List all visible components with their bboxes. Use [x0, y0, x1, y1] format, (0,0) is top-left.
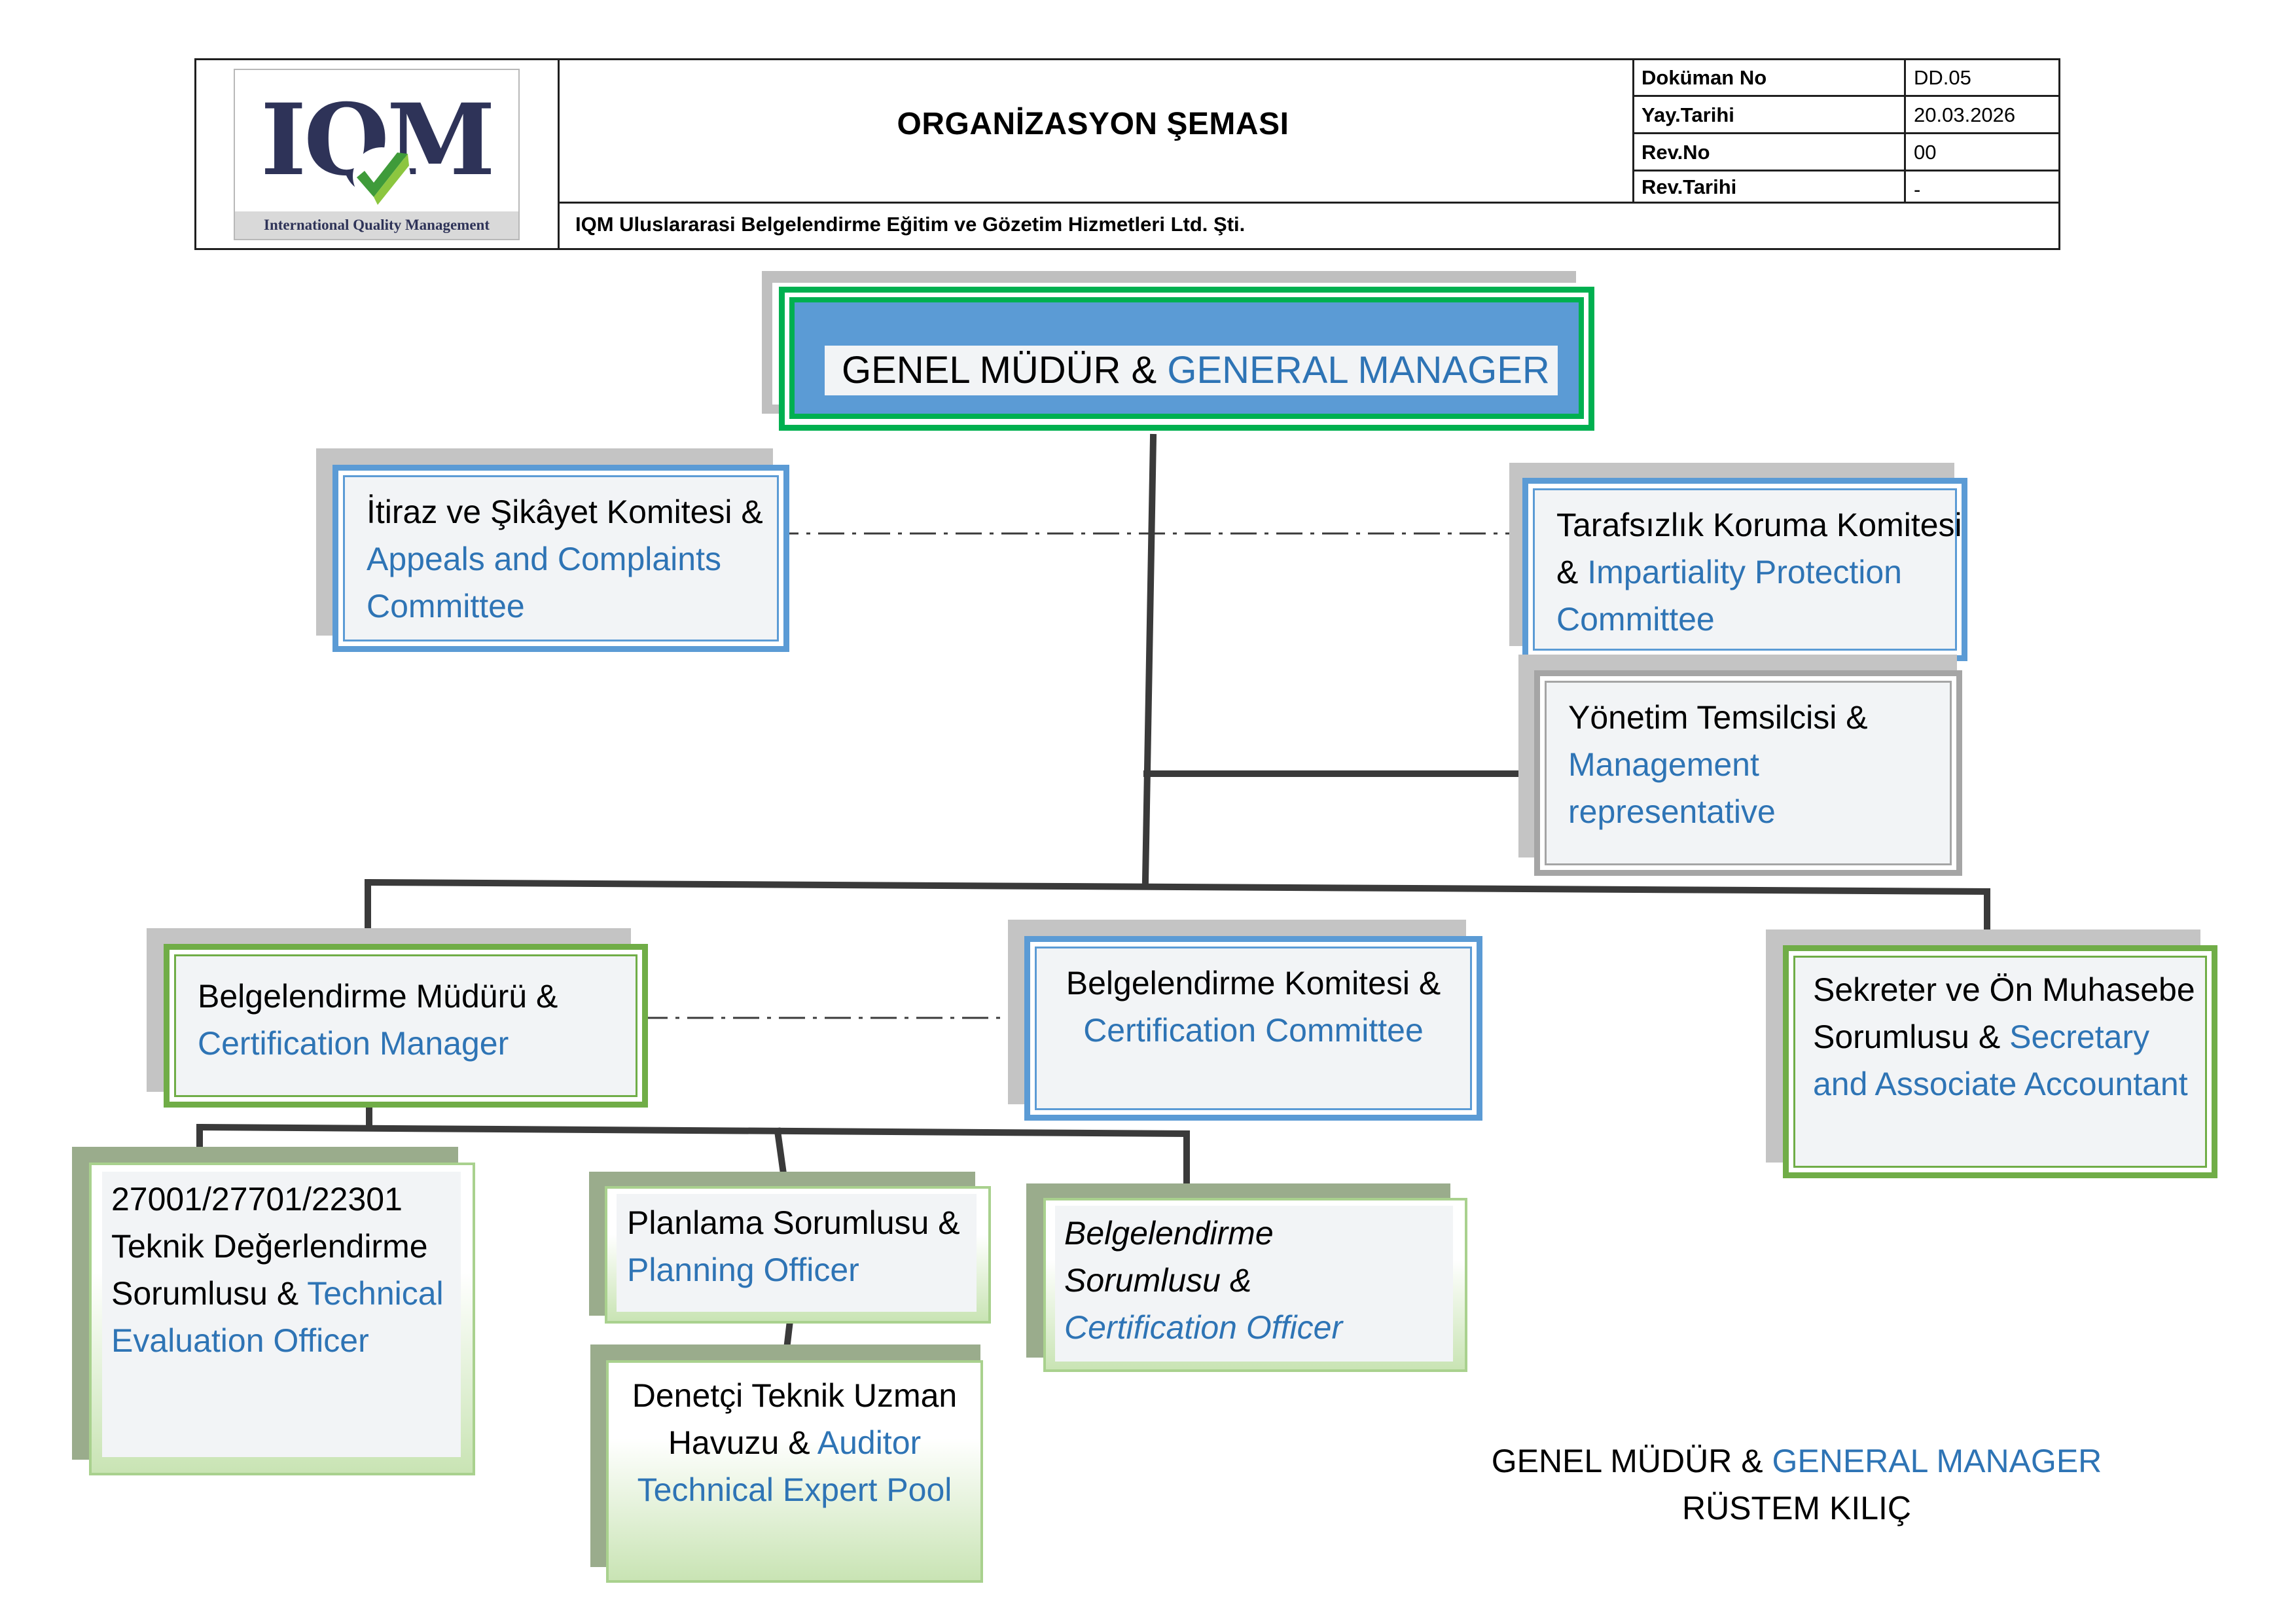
node-certification-officer: Belgelendirme Sorumlusu & Certification …	[1064, 1210, 1431, 1351]
node-label-en: Impartiality Protection Committee	[1556, 554, 1902, 638]
iqm-logo: IQM International Quality Management	[234, 69, 520, 240]
node-appeals-committee: İtiraz ve Şikâyet Komitesi & Appeals and…	[367, 488, 772, 630]
header-divider	[1632, 170, 2060, 171]
meta-label-rev-date: Rev.Tarihi	[1641, 175, 1737, 198]
document-title: ORGANİZASYON ŞEMASI	[897, 106, 1289, 141]
meta-label-rev-no: Rev.No	[1641, 141, 1710, 164]
signature-block: GENEL MÜDÜR & GENERAL MANAGER RÜSTEM KIL…	[1486, 1437, 2108, 1532]
node-label-tr: Denetçi Teknik Uzman Havuzu &	[632, 1377, 958, 1461]
node-label-tr: Belgelendirme Müdürü &	[198, 978, 558, 1015]
signature-role: GENEL MÜDÜR & GENERAL MANAGER	[1486, 1437, 2108, 1485]
management-rep-inner	[1545, 681, 1952, 865]
main-bus	[364, 878, 1991, 895]
meta-value-doc-no: DD.05	[1914, 66, 1971, 89]
cert-committee-inner	[1035, 947, 1472, 1110]
node-certification-manager: Belgelendirme Müdürü & Certification Man…	[198, 973, 643, 1067]
logo-subtitle: International Quality Management	[235, 211, 518, 239]
document-header	[194, 58, 2060, 250]
node-planning-officer: Planlama Sorumlusu & Planning Officer	[627, 1199, 980, 1293]
company-name: IQM Uluslararasi Belgelendirme Eğitim ve…	[575, 213, 1246, 236]
node-label-en: Certification Manager	[198, 1025, 509, 1062]
node-label-tr: Tarafsızlık Koruma Komitesi &	[1556, 507, 1962, 590]
node-label-en: Management representative	[1568, 746, 1776, 830]
planning-inner	[617, 1194, 977, 1312]
signature-name: RÜSTEM KILIÇ	[1681, 1490, 1912, 1526]
meta-value-rev-no: 00	[1914, 141, 1937, 164]
node-label-en: Appeals and Complaints Committee	[367, 541, 721, 624]
node-label-tr: GENEL MÜDÜR &	[842, 349, 1168, 391]
node-impartiality-committee: Tarafsızlık Koruma Komitesi & Impartiali…	[1556, 501, 1962, 643]
technical-evaluation-inner	[102, 1172, 461, 1457]
node-label-en: GENERAL MANAGER	[1167, 349, 1550, 391]
node-label-tr: Planlama Sorumlusu &	[627, 1204, 960, 1241]
signature-role-en: GENERAL MANAGER	[1772, 1443, 2102, 1479]
node-auditor-technical-expert-pool: Denetçi Teknik Uzman Havuzu & Auditor Te…	[615, 1372, 974, 1513]
node-secretary: Sekreter ve Ön Muhasebe Sorumlusu & Secr…	[1813, 966, 2206, 1108]
sub-bus	[196, 1123, 1191, 1138]
node-label-tr: Belgelendirme Sorumlusu &	[1064, 1215, 1274, 1299]
node-label-tr: Yönetim Temsilcisi &	[1568, 699, 1868, 736]
header-divider	[1904, 58, 1906, 203]
logo-check-icon	[353, 147, 410, 205]
node-general-manager: GENEL MÜDÜR & GENERAL MANAGER	[825, 346, 1558, 395]
header-divider	[558, 58, 560, 250]
cert-officer-inner	[1055, 1206, 1453, 1362]
meta-value-pub-date: 20.03.2026	[1914, 103, 2016, 126]
node-technical-evaluation-officer: 27001/27701/22301 Teknik Değerlendirme S…	[111, 1176, 458, 1364]
node-label-tr: İtiraz ve Şikâyet Komitesi &	[367, 494, 763, 530]
node-label-en: Auditor Technical Expert Pool	[637, 1424, 952, 1508]
trunk-line	[1141, 433, 1157, 884]
node-label-en: Technical Evaluation Officer	[111, 1275, 444, 1359]
header-divider	[558, 202, 2060, 204]
node-certification-committee: Belgelendirme Komitesi & Certification C…	[1047, 960, 1460, 1054]
secretary-inner	[1793, 956, 2207, 1168]
auditor-pool-frame	[606, 1360, 983, 1583]
node-label-en: Planning Officer	[627, 1252, 859, 1288]
header-divider	[1632, 58, 1634, 203]
node-label-tr: 27001/27701/22301 Teknik Değerlendirme S…	[111, 1181, 428, 1312]
meta-label-doc-no: Doküman No	[1641, 66, 1767, 89]
cert-manager-inner	[174, 954, 637, 1097]
impartiality-inner	[1533, 488, 1957, 651]
meta-label-pub-date: Yay.Tarihi	[1641, 103, 1734, 126]
header-divider	[1632, 132, 2060, 134]
signature-role-tr: GENEL MÜDÜR &	[1491, 1443, 1772, 1479]
node-label-en: Secretary and Associate Accountant	[1813, 1019, 2188, 1102]
appeals-inner	[343, 475, 779, 641]
node-management-representative: Yönetim Temsilcisi & Management represen…	[1568, 694, 1948, 835]
node-label-en: Certification Committee	[1083, 1012, 1424, 1049]
node-label-tr: Belgelendirme Komitesi &	[1066, 965, 1441, 1001]
meta-value-rev-date: -	[1914, 178, 1921, 201]
node-label-en: Certification Officer	[1064, 1309, 1343, 1346]
node-label-tr: Sekreter ve Ön Muhasebe Sorumlusu &	[1813, 971, 2195, 1055]
drop-planning	[774, 1127, 788, 1182]
header-divider	[1632, 95, 2060, 97]
